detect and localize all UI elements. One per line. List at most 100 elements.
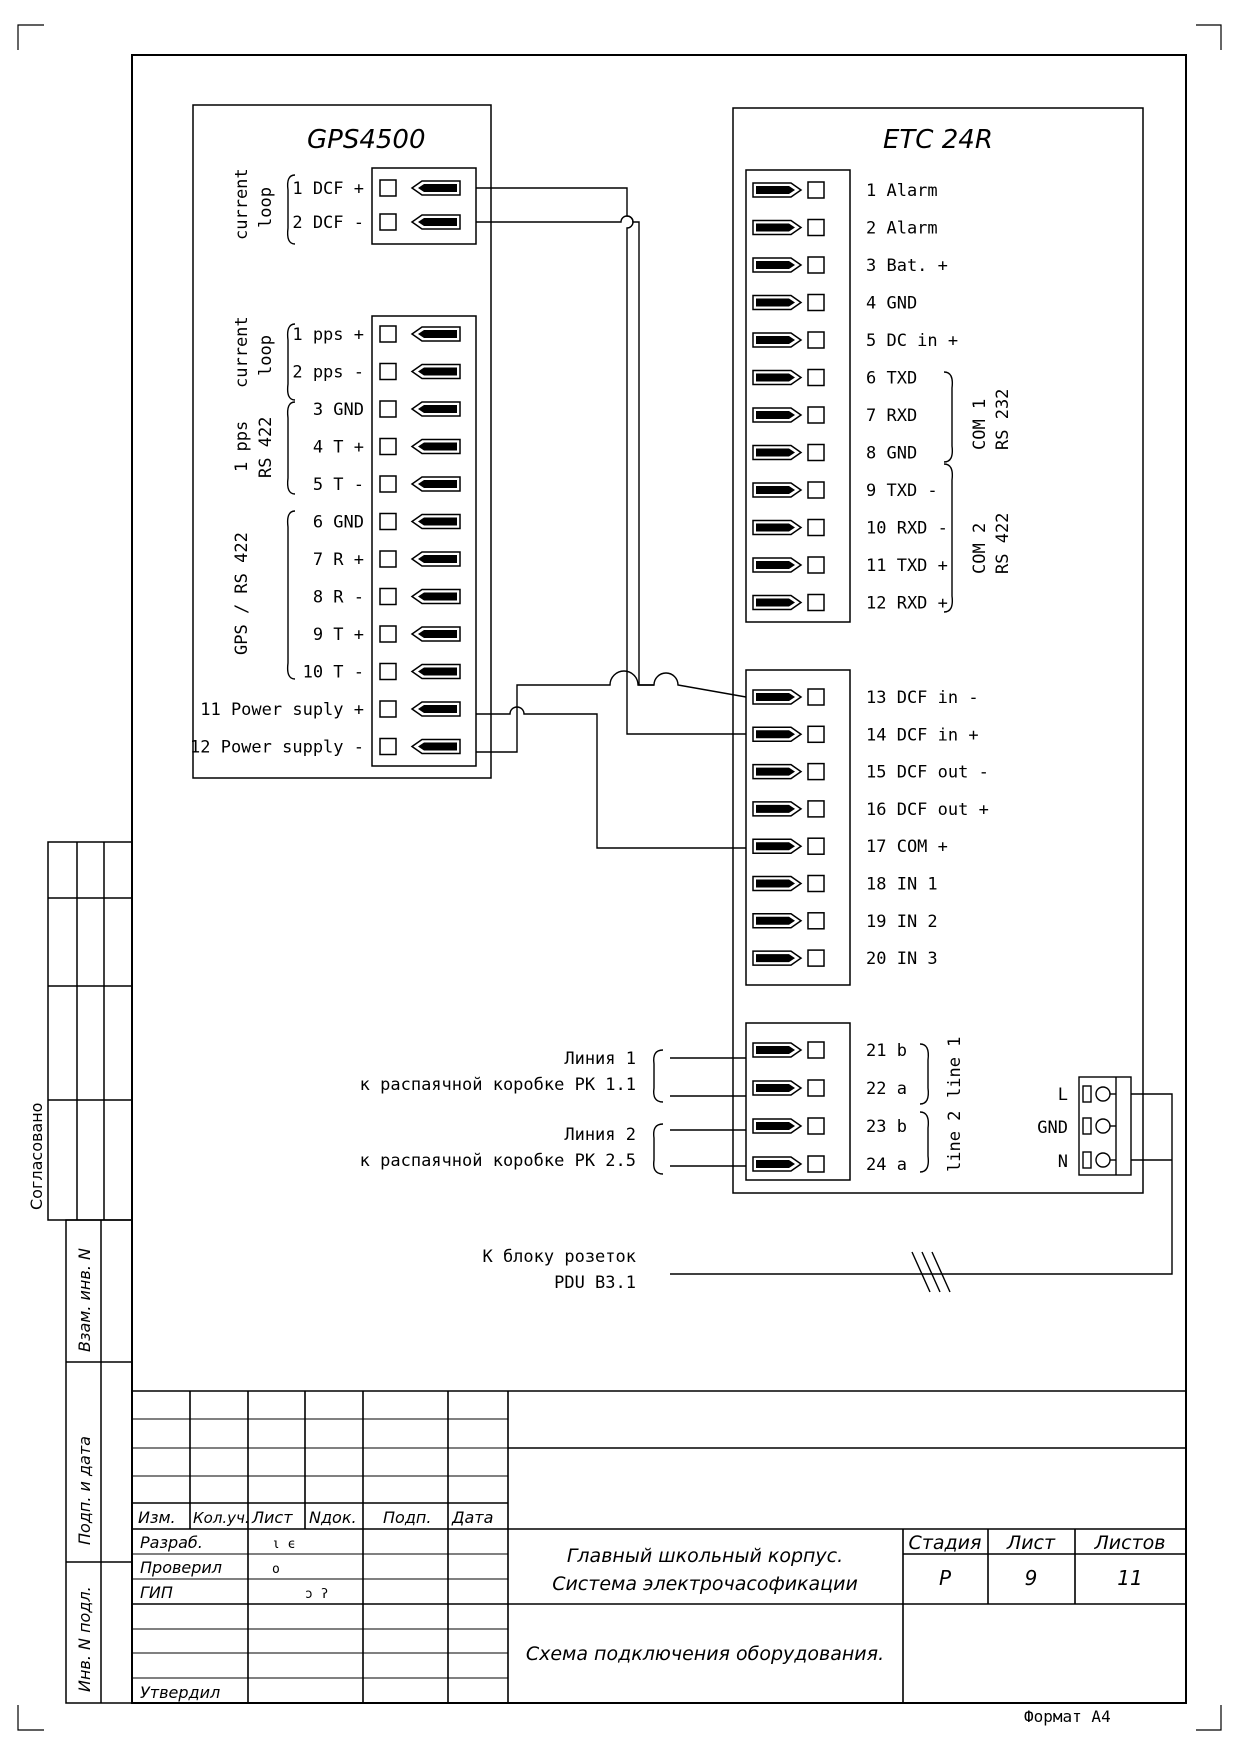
wiring-notes: Линия 1 к распаячной коробке РК 1.1 Лини… — [360, 1049, 636, 1293]
gps-main-label-7: 7 R + — [313, 550, 364, 570]
gps-dcf-group-label-1: current — [232, 168, 252, 240]
etc-mid-label-3: 15 DCF out - — [866, 763, 989, 783]
etc-top-label-9: 9 TXD - — [866, 481, 938, 501]
title-block — [132, 1390, 1186, 1703]
tb-stage-value: Р — [939, 1566, 952, 1590]
etc-top-label-10: 10 RXD - — [866, 519, 948, 539]
power-label-n: N — [1058, 1152, 1068, 1172]
tb-header-kolych: Кол.уч. — [193, 1509, 250, 1527]
tb-header-izm: Изм. — [138, 1508, 176, 1527]
etc-mid-terminal-4 — [752, 800, 825, 818]
stamp-sign-date: Подп. и дата — [75, 1436, 94, 1545]
etc-bot-label-1: 21 b — [866, 1041, 907, 1061]
gps-dcf-label-1: 1 DCF + — [292, 179, 364, 199]
tb-sheet-value: 9 — [1025, 1566, 1038, 1590]
gps-main-label-1: 1 pps + — [292, 325, 364, 345]
etc-bot-terminal-3 — [752, 1117, 825, 1135]
etc-top-label-8: 8 GND — [866, 444, 917, 464]
tb-role-proveril: Проверил — [140, 1558, 222, 1577]
gps-pps-group-label-2: loop — [256, 335, 276, 376]
gps-main-terminal-block — [371, 315, 477, 767]
gps-dcf-terminal-2 — [379, 213, 461, 231]
etc-top-terminal-7 — [752, 406, 825, 424]
gps-main-label-9: 9 T + — [313, 625, 364, 645]
tb-mark-1: ι ϵ — [272, 1537, 295, 1552]
etc-top-label-3: 3 Bat. + — [866, 256, 948, 276]
wiring — [476, 187, 1173, 1293]
format-label: Формат А4 — [1024, 1707, 1111, 1726]
etc-com1-label-1: COM 1 — [970, 399, 990, 450]
wire-dcf-minus — [476, 215, 747, 698]
etc-mid-terminal-5 — [752, 837, 825, 855]
etc-mid-terminal-2 — [752, 725, 825, 744]
gps-main-terminal-3 — [379, 400, 461, 418]
etc-title: ETC 24R — [883, 125, 993, 155]
etc-bot-label-4: 24 a — [866, 1155, 907, 1175]
power-label-gnd: GND — [1037, 1118, 1068, 1138]
etc-line1-label: line 1 — [945, 1037, 965, 1098]
note-line2-sub: к распаячной коробке РК 2.5 — [360, 1151, 636, 1171]
etc-mid-label-6: 18 IN 1 — [866, 875, 938, 895]
drawing-frame — [131, 54, 1187, 1704]
etc-top-terminal-9 — [752, 481, 825, 499]
etc-bot-terminal-2 — [752, 1079, 825, 1097]
etc-bot-label-3: 23 b — [866, 1117, 907, 1137]
gps-main-label-5: 5 T - — [313, 475, 364, 495]
etc-mid-label-4: 16 DCF out + — [866, 800, 989, 820]
gps-dcf-terminal-1 — [379, 179, 461, 197]
etc-top-terminal-6 — [752, 368, 825, 387]
wire-pdu — [670, 1093, 1173, 1275]
gps-dcf-terminal-block — [371, 167, 477, 245]
gps-main-label-6: 6 GND — [313, 513, 364, 533]
gps-main-terminal-1 — [379, 325, 461, 343]
stamp-replaced: Взам. инв. N — [75, 1248, 94, 1352]
tb-sheet-label: Лист — [1006, 1532, 1056, 1554]
gps-gps-group-label: GPS / RS 422 — [232, 532, 252, 655]
etc-bot-label-2: 22 a — [866, 1079, 907, 1099]
stamp-inv-orig: Инв. N подл. — [75, 1586, 94, 1692]
gps-main-label-10: 10 T - — [303, 663, 364, 683]
etc-mid-label-2: 14 DCF in + — [866, 725, 979, 745]
etc-mid-terminal-1 — [752, 688, 825, 706]
gps-main-label-2: 2 pps - — [292, 363, 364, 383]
tb-object-name-1: Главный школьный корпус. — [567, 1545, 843, 1567]
etc-top-terminal-12 — [752, 593, 825, 612]
etc-top-terminal-4 — [752, 293, 825, 312]
gps-main-terminal-7 — [379, 550, 461, 568]
gps-group-brackets — [286, 174, 296, 680]
gps-main-terminal-8 — [379, 587, 461, 606]
gps-main-label-4: 4 T + — [313, 438, 364, 458]
etc-mid-label-5: 17 COM + — [866, 837, 948, 857]
tb-sheets-label: Листов — [1094, 1532, 1166, 1554]
tb-header-list: Лист — [251, 1508, 293, 1527]
gps-main-label-11: 11 Power suply + — [200, 700, 364, 720]
title-block-text: Изм. Кол.уч. Лист Nдок. Подп. Дата Разра… — [138, 1508, 1165, 1702]
tb-object-name-2: Система электрочасофикации — [552, 1573, 858, 1595]
etc-bottom-terminal-block — [745, 1022, 851, 1181]
etc-bot-terminal-4 — [752, 1155, 825, 1173]
gps-main-terminal-11 — [379, 700, 461, 718]
gps-main-label-12: 12 Power supply - — [190, 738, 364, 758]
stamp-agreed: Согласовано — [27, 1103, 46, 1210]
gps-title: GPS4500 — [307, 125, 426, 155]
etc-com1-label-2: RS 232 — [993, 389, 1013, 450]
tb-mark-3: ͻ ʔ — [305, 1587, 328, 1602]
gps-main-terminal-12 — [379, 737, 461, 756]
etc-top-label-6: 6 TXD — [866, 369, 917, 389]
corner-marks — [17, 24, 1222, 1731]
etc-mid-terminal-3 — [752, 762, 825, 781]
etc-mid-terminal-8 — [752, 949, 825, 967]
etc-top-label-1: 1 Alarm — [866, 181, 938, 201]
side-stamp — [47, 841, 133, 1704]
gps-rs-group-label-2: RS 422 — [256, 417, 276, 478]
gps-dcf-group-label-2: loop — [256, 187, 276, 228]
gps-main-label-3: 3 GND — [313, 400, 364, 420]
gps-main-terminal-10 — [379, 662, 461, 681]
tb-drawing-name: Схема подключения оборудования. — [526, 1643, 884, 1665]
etc-top-label-4: 4 GND — [866, 294, 917, 314]
gps-main-label-8: 8 R - — [313, 588, 364, 608]
etc-top-label-12: 12 RXD + — [866, 594, 948, 614]
etc-top-label-11: 11 TXD + — [866, 556, 948, 576]
tb-role-utverdil: Утвердил — [140, 1683, 220, 1702]
